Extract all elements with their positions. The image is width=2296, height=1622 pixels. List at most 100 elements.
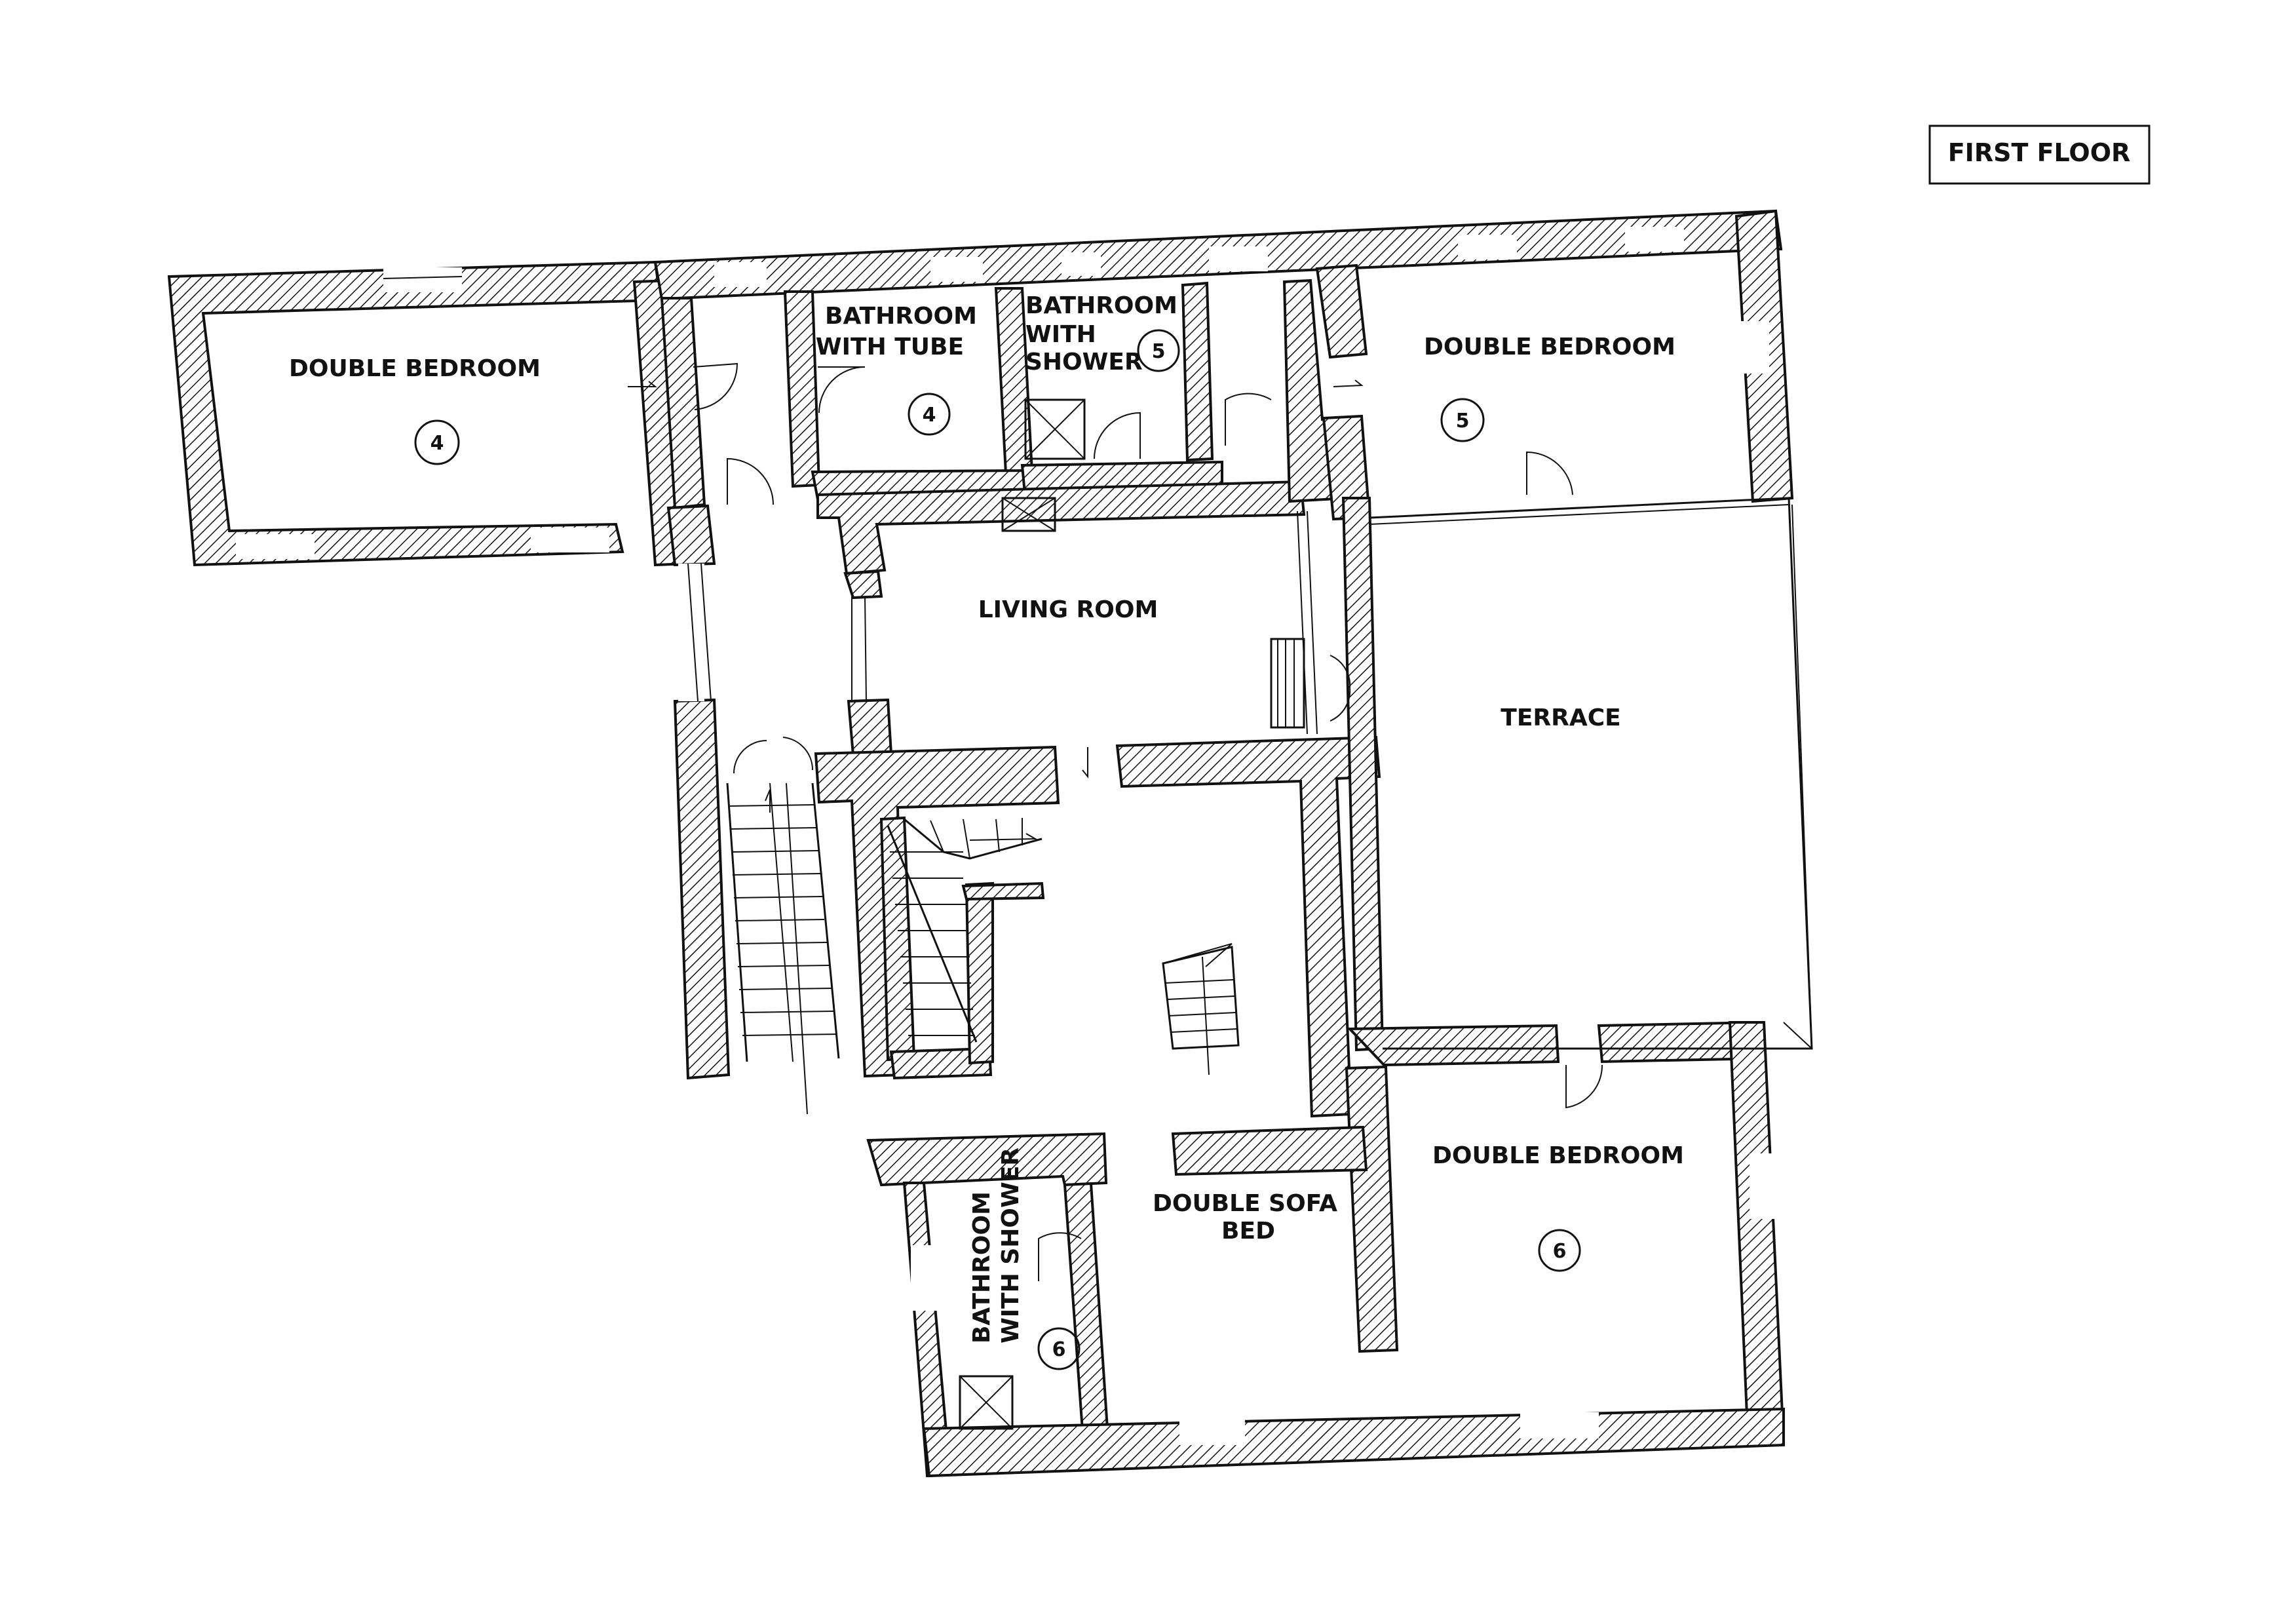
room-name: TERRACE	[1501, 705, 1620, 731]
room-name: LIVING ROOM	[978, 596, 1158, 623]
wall-bottom-right-top	[1347, 1024, 1560, 1067]
room-name-line2: WITH	[1025, 321, 1096, 348]
wall-top-right-bedroom-left	[1315, 263, 1368, 359]
window	[383, 267, 462, 292]
room-terrace: TERRACE	[1501, 705, 1620, 731]
room-living: LIVING ROOM	[978, 596, 1158, 623]
door-swing	[1565, 1064, 1603, 1109]
room-name-line1: BATHROOM	[825, 303, 977, 330]
wall-bottom-right-outer	[1728, 1021, 1786, 1447]
door-swing	[1038, 1232, 1082, 1281]
room-number: 4	[430, 432, 444, 455]
room-bath-shower-bottom: BATHROOM WITH SHOWER 6	[968, 1148, 1081, 1370]
door-arrow	[1082, 747, 1088, 779]
room-name-line2: WITH SHOWER	[997, 1148, 1024, 1343]
wall-living-top	[816, 480, 1306, 575]
wall-bath-shower-right	[1181, 281, 1214, 462]
room-number-circle	[1538, 1229, 1581, 1272]
room-number: 5	[1152, 340, 1166, 363]
room-name-line2: BED	[1221, 1218, 1275, 1245]
living-right-line	[1307, 511, 1318, 735]
room-bedroom-4: DOUBLE BEDROOM 4	[289, 355, 541, 465]
room-name: DOUBLE BEDROOM	[1424, 334, 1675, 360]
staircase-small	[1162, 943, 1240, 1075]
window-line	[383, 276, 463, 279]
window	[678, 564, 704, 701]
room-sofa-bed: DOUBLE SOFA BED	[1153, 1190, 1337, 1245]
window	[1740, 321, 1769, 374]
staircase-left	[726, 737, 840, 1115]
shaft-x	[959, 1376, 1013, 1429]
shaft-x	[1025, 399, 1085, 459]
floor-label-text: FIRST FLOOR	[1948, 138, 2131, 167]
room-number: 6	[1553, 1240, 1567, 1263]
wall-hall-right	[783, 290, 821, 488]
wall-stair2-right	[965, 881, 994, 1065]
room-number-circle	[414, 419, 460, 465]
window	[1062, 252, 1101, 276]
door-swing	[727, 457, 774, 505]
room-number-circle	[1137, 329, 1180, 372]
wall-sofa-top	[866, 1132, 1108, 1187]
room-number: 6	[1052, 1338, 1066, 1361]
corridor-line	[687, 563, 698, 702]
stairs	[726, 737, 1240, 1115]
window	[1520, 1412, 1599, 1439]
wall-bottom-right-mid	[1345, 1065, 1399, 1353]
door-swing	[1330, 655, 1351, 722]
windows-and-details	[236, 227, 1813, 1445]
wall-living-left-lower	[847, 698, 893, 757]
window	[714, 262, 767, 287]
room-bedroom-6: DOUBLE BEDROOM 6	[1432, 1142, 1684, 1272]
window	[911, 1245, 937, 1311]
corridor-line	[700, 563, 712, 702]
floor-label-box	[1928, 125, 2151, 185]
staircase-middle	[887, 818, 1043, 1043]
shaft-box	[959, 1375, 1014, 1430]
wall-hall-mid	[666, 504, 716, 567]
living-right-line	[1297, 511, 1308, 735]
room-number: 5	[1456, 410, 1470, 433]
wall-hall-left	[660, 297, 706, 510]
window	[1209, 246, 1268, 271]
terrace-top-line	[1369, 504, 1789, 525]
room-bath-tube: BATHROOM WITH TUBE 4	[816, 303, 977, 436]
room-name-line3: SHOWER	[1025, 349, 1143, 376]
wall-stair2-top	[961, 881, 1045, 901]
room-bedroom-5: DOUBLE BEDROOM 5	[1424, 334, 1675, 442]
wall-center-right	[1115, 735, 1381, 1118]
room-number: 4	[923, 404, 936, 427]
room-number-circle	[1037, 1327, 1081, 1370]
window	[1750, 1153, 1776, 1219]
terrace-rail2	[1783, 1022, 1812, 1049]
wall-bath-bottom-right	[1063, 1182, 1109, 1433]
window	[531, 528, 609, 552]
door-swing	[1094, 412, 1141, 459]
room-number-circle	[908, 393, 951, 436]
room-name: DOUBLE BEDROOM	[289, 355, 541, 382]
terrace-rail	[1791, 504, 1812, 1049]
door-arrow	[1333, 379, 1364, 387]
wall-bottom	[922, 1407, 1785, 1478]
terrace-outline	[1369, 497, 1813, 1050]
window	[930, 257, 983, 282]
shaft-x	[1002, 497, 1056, 531]
door-swing	[1526, 451, 1573, 495]
window	[236, 534, 315, 559]
window	[1625, 227, 1684, 252]
wall-left-bedroom-outer	[167, 260, 662, 567]
shaft-box	[1024, 398, 1086, 460]
door-swing	[1225, 393, 1272, 446]
corridor-line	[864, 596, 867, 702]
wall-stair2	[879, 816, 916, 1062]
wall-living-left	[843, 570, 883, 600]
room-bath-shower-top: BATHROOM WITH SHOWER 5	[1025, 292, 1180, 376]
wall-stair2-bottom	[889, 1047, 993, 1080]
wall-stair-left-outer	[673, 698, 731, 1080]
window	[1179, 1419, 1245, 1445]
door-arrow	[628, 381, 657, 387]
wall-terrace-left	[1341, 497, 1385, 1052]
floor-label: FIRST FLOOR	[1928, 125, 2151, 185]
room-name-line2: WITH TUBE	[816, 334, 964, 360]
